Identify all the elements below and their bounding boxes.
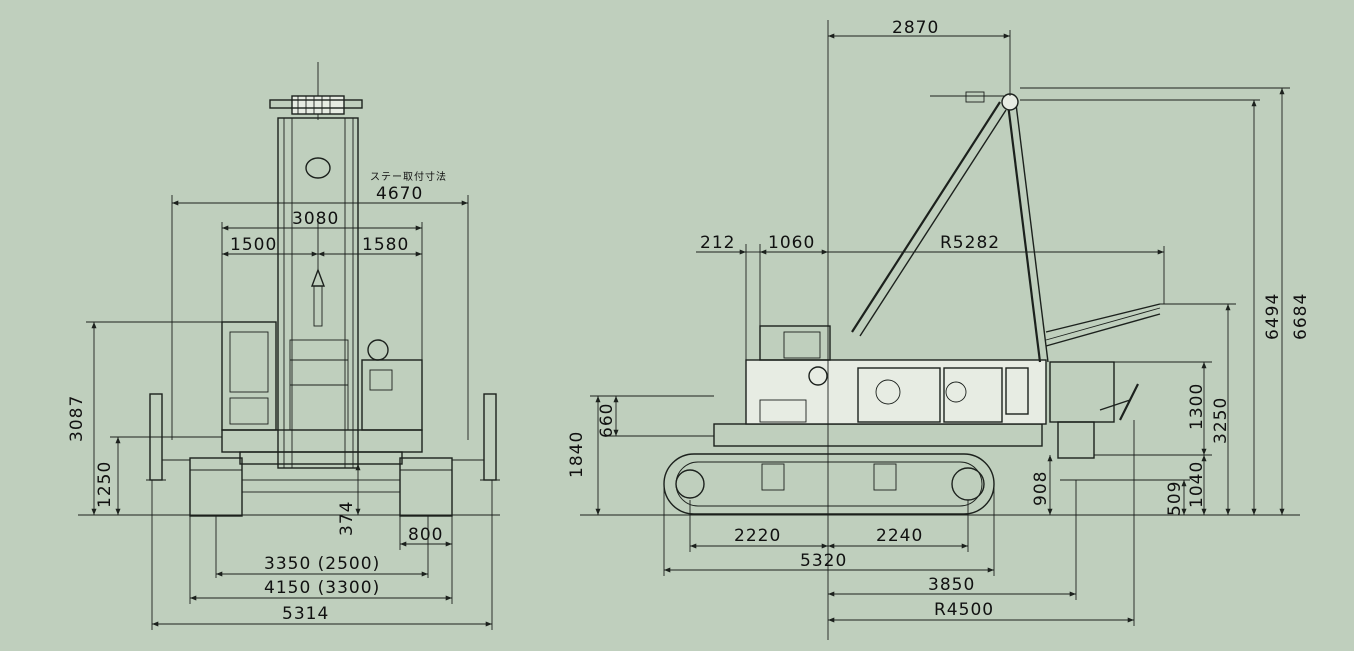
dim-908: 908 [1031, 471, 1051, 506]
dim-3080: 3080 [292, 209, 339, 229]
side-dimensions: 2870 212 1060 R5282 6684 6494 3250 1300 … [567, 18, 1311, 640]
dim-374: 374 [337, 501, 357, 536]
dim-4670: 4670 [376, 184, 423, 204]
stay-note: ステー取付寸法 [370, 170, 447, 183]
dim-1580: 1580 [362, 235, 409, 255]
dim-5314: 5314 [282, 604, 329, 624]
front-dimensions: ステー取付寸法 4670 3080 1500 1580 3087 1250 37… [67, 170, 493, 630]
dim-6494: 6494 [1263, 293, 1283, 340]
dim-3087: 3087 [67, 395, 87, 442]
dim-2220: 2220 [734, 526, 781, 546]
dim-1840: 1840 [567, 431, 587, 478]
dim-3850: 3850 [928, 575, 975, 595]
dim-1250: 1250 [95, 461, 115, 508]
dim-2870: 2870 [892, 18, 939, 38]
dim-6684: 6684 [1291, 293, 1311, 340]
dim-1300: 1300 [1187, 383, 1207, 430]
dim-800: 800 [408, 525, 443, 545]
dim-1040: 1040 [1187, 461, 1207, 508]
front-view [78, 62, 500, 517]
side-view [580, 91, 1300, 516]
dim-r5282: R5282 [940, 233, 1000, 253]
dim-4150: 4150 (3300) [264, 578, 380, 598]
dim-r4500: R4500 [934, 600, 994, 620]
dim-660: 660 [597, 403, 617, 438]
dim-509: 509 [1165, 481, 1185, 516]
dim-3350: 3350 (2500) [264, 554, 380, 574]
dim-1500: 1500 [230, 235, 277, 255]
dim-1060: 1060 [768, 233, 815, 253]
dim-3250: 3250 [1211, 397, 1231, 444]
dim-5320: 5320 [800, 551, 847, 571]
dim-212: 212 [700, 233, 735, 253]
dim-2240: 2240 [876, 526, 923, 546]
